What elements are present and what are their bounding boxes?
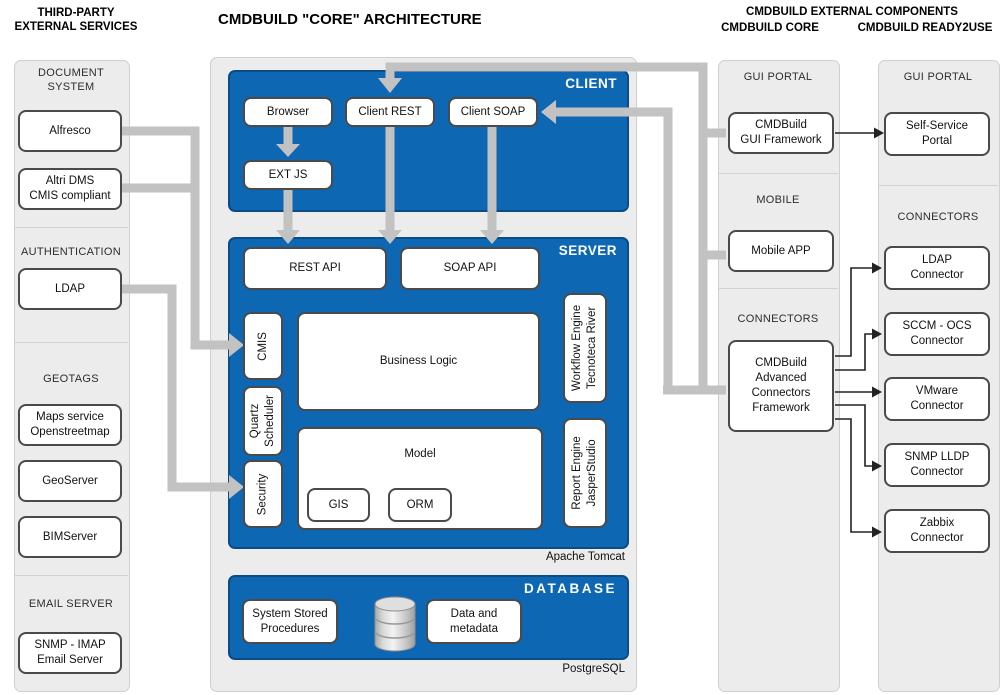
database-label: DATABASE [524, 581, 617, 596]
box-orm: ORM [388, 488, 452, 522]
box-gui-framework: CMDBuild GUI Framework [728, 112, 834, 154]
box-extjs: EXT JS [243, 160, 333, 190]
box-mobile-app: Mobile APP [728, 230, 834, 272]
ready2use-panel [878, 60, 1000, 692]
box-workflow-engine: Workflow Engine Tecnoteca River [563, 293, 607, 403]
box-cmis: CMIS [243, 312, 283, 380]
box-ldap: LDAP [18, 268, 122, 310]
thin-black-lines [835, 132, 874, 533]
divider [14, 575, 128, 576]
box-geoserver: GeoServer [18, 460, 122, 502]
security-label: Security [256, 473, 269, 515]
box-alfresco: Alfresco [18, 110, 122, 152]
section-connectors-core: CONNECTORS [737, 313, 819, 325]
section-geotags: GEOTAGS [43, 373, 99, 385]
quartz-label: Quartz Scheduler [249, 395, 277, 447]
cmdbuild-ready2use-header: CMDBUILD READY2USE [857, 22, 993, 34]
arrow-to-sccm-connector [835, 333, 872, 371]
section-authentication: AUTHENTICATION [21, 246, 121, 258]
workflow-engine-label: Workflow Engine Tecnoteca River [571, 304, 599, 392]
cmdbuild-core-header: CMDBUILD CORE [721, 22, 819, 34]
postgresql-label: PostgreSQL [562, 663, 625, 675]
divider [878, 185, 998, 186]
box-self-service-portal: Self-Service Portal [884, 112, 990, 156]
arrow-to-ldap-connector [835, 267, 872, 357]
page-title: CMDBUILD "CORE" ARCHITECTURE [218, 11, 482, 28]
model-label: Model [404, 448, 436, 460]
box-client-rest: Client REST [345, 97, 435, 127]
box-browser: Browser [243, 97, 333, 127]
box-gis: GIS [307, 488, 370, 522]
box-rest-api: REST API [243, 247, 387, 290]
box-ldap-connector: LDAP Connector [884, 246, 990, 290]
box-data-metadata: Data and metadata [426, 599, 522, 644]
section-document-system: DOCUMENT SYSTEM [38, 67, 104, 94]
arrow-to-snmp-connector [835, 404, 872, 467]
box-quartz-scheduler: Quartz Scheduler [243, 386, 283, 456]
box-maps-service: Maps service Openstreetmap [18, 404, 122, 446]
divider [14, 227, 128, 228]
section-gui-portal-core: GUI PORTAL [743, 71, 813, 83]
box-bimserver: BIMServer [18, 516, 122, 558]
box-stored-procedures: System Stored Procedures [242, 599, 338, 644]
box-report-engine: Report Engine JasperStudio [563, 418, 607, 528]
section-connectors-r2u: CONNECTORS [897, 211, 979, 223]
divider [718, 173, 838, 174]
section-mobile: MOBILE [756, 194, 800, 206]
client-container [228, 70, 629, 212]
box-zabbix-connector: Zabbix Connector [884, 509, 990, 553]
box-snmp-imap: SNMP - IMAP Email Server [18, 632, 122, 674]
client-label: CLIENT [565, 76, 617, 91]
external-components-header: CMDBUILD EXTERNAL COMPONENTS [746, 6, 958, 18]
box-business-logic: Business Logic [297, 312, 540, 411]
third-party-header: THIRD-PARTY EXTERNAL SERVICES [14, 7, 138, 34]
cmis-label: CMIS [256, 331, 269, 361]
server-label: SERVER [558, 243, 617, 258]
box-soap-api: SOAP API [400, 247, 540, 290]
box-security: Security [243, 460, 283, 528]
apache-tomcat-label: Apache Tomcat [545, 551, 625, 563]
box-vmware-connector: VMware Connector [884, 377, 990, 421]
third-party-panel [14, 60, 130, 692]
section-email-server: EMAIL SERVER [28, 598, 114, 610]
divider [14, 342, 128, 343]
database-icon [371, 592, 419, 654]
section-gui-portal-r2u: GUI PORTAL [903, 71, 973, 83]
divider [718, 288, 838, 289]
box-sccm-ocs-connector: SCCM - OCS Connector [884, 312, 990, 356]
box-connectors-framework: CMDBuild Advanced Connectors Framework [728, 340, 834, 432]
box-snmp-lldp-connector: SNMP LLDP Connector [884, 443, 990, 487]
report-engine-label: Report Engine JasperStudio [571, 436, 598, 510]
arrow-to-zabbix-connector [835, 418, 872, 533]
box-client-soap: Client SOAP [448, 97, 538, 127]
box-altri-dms: Altri DMS CMIS compliant [18, 168, 122, 210]
